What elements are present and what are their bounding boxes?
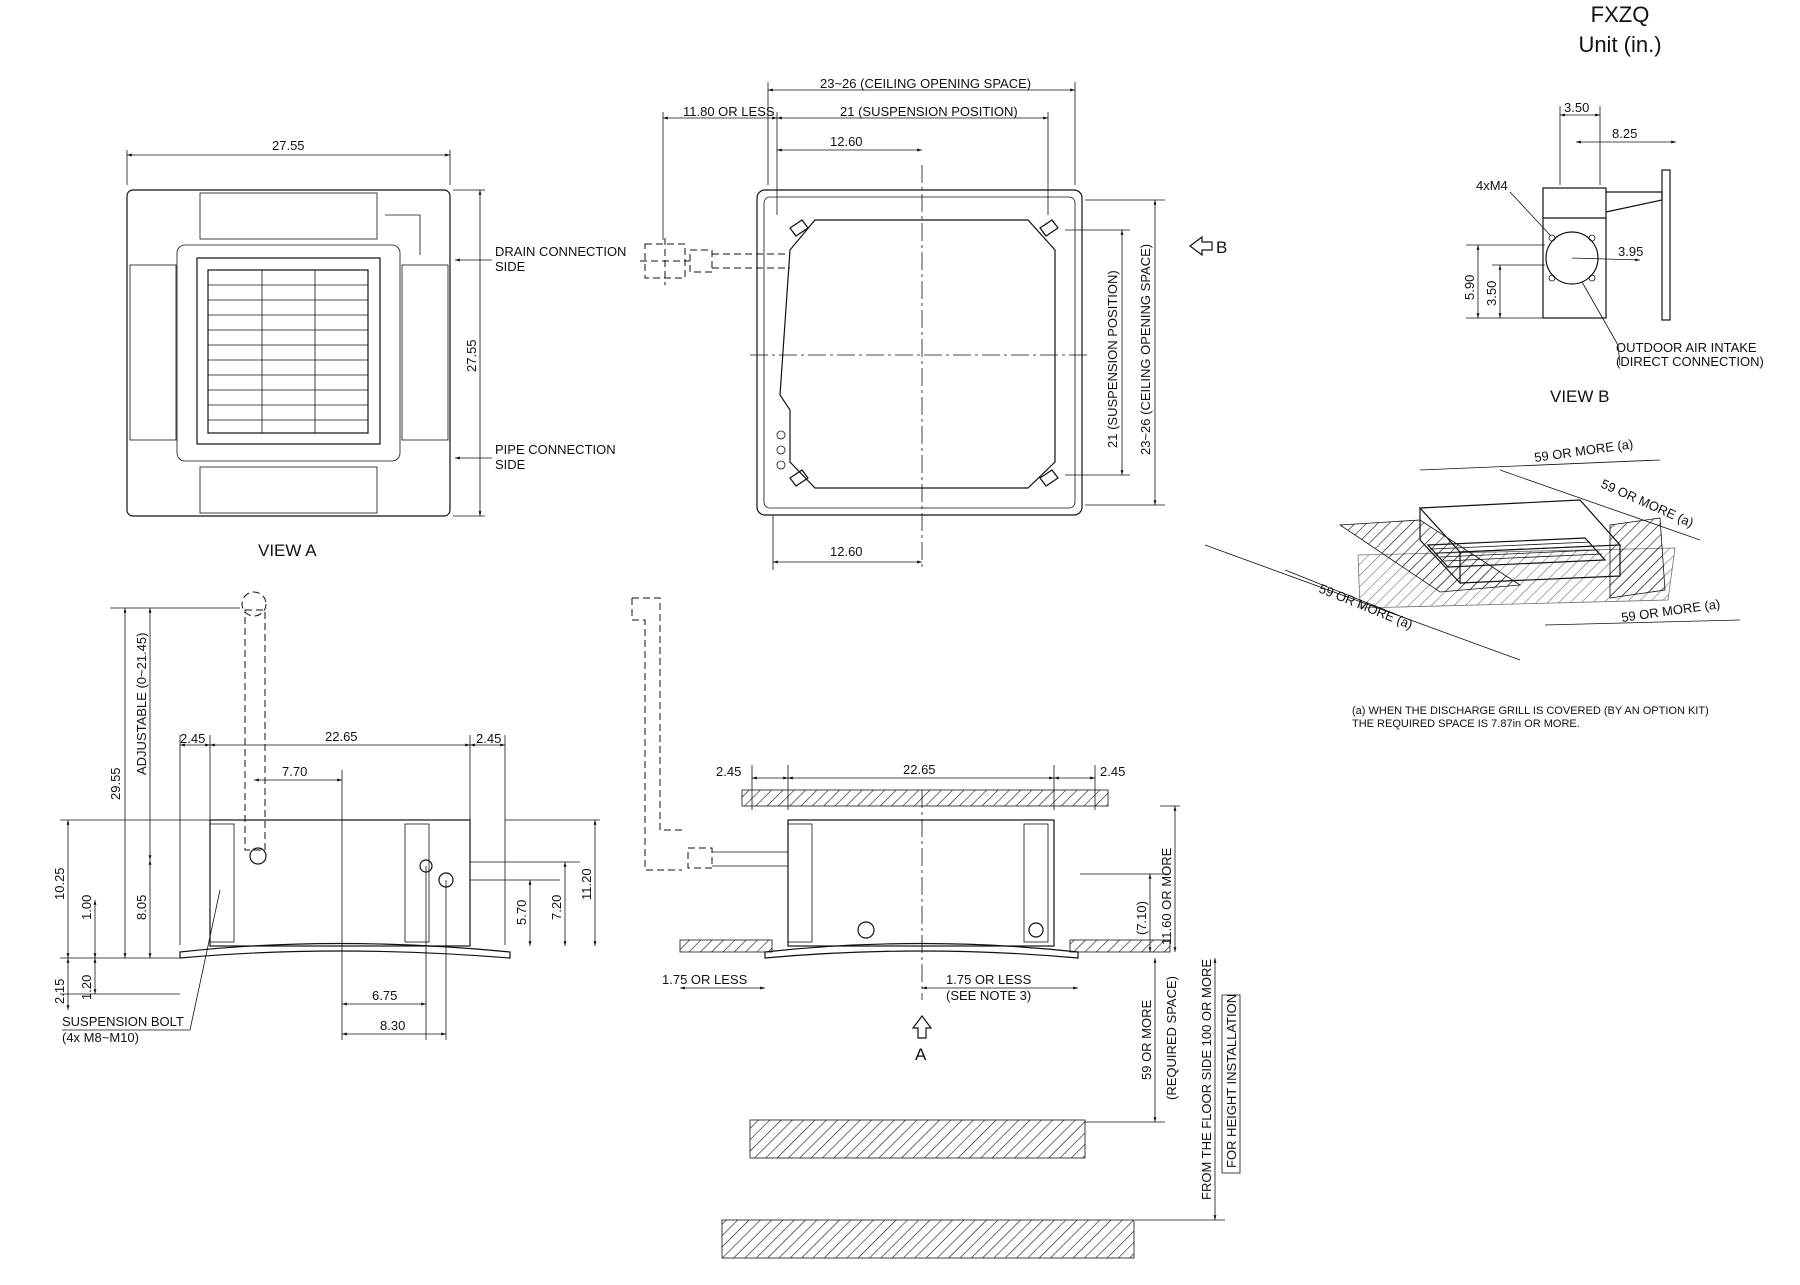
side-right-2265: 22.65 — [903, 762, 936, 777]
view-b-395: 3.95 — [1618, 244, 1643, 259]
view-b-825: 8.25 — [1612, 126, 1637, 141]
top-half-dim: 12.60 — [830, 134, 863, 149]
pipe-connection-side: SIDE — [495, 457, 526, 472]
side-right-less-r: 1.75 OR LESS — [946, 972, 1032, 987]
side-view-right: 2.45 22.65 2.45 11.60 OR MORE (7.10) 1.7… — [631, 597, 1241, 1259]
arrow-b-label: B — [1216, 238, 1227, 257]
for-height-installation: FOR HEIGHT INSTALLATION — [1224, 994, 1239, 1168]
suspension-position-dim: 21 (SUSPENSION POSITION) — [840, 104, 1018, 119]
side-left-120: 1.20 — [79, 975, 94, 1000]
side-right-59: 59 OR MORE — [1139, 999, 1154, 1080]
side-left-570: 5.70 — [514, 900, 529, 925]
adjustable-dim: ADJUSTABLE (0~21.45) — [134, 633, 149, 775]
grille — [208, 270, 368, 433]
or-less-dim: 11.80 OR LESS — [683, 104, 775, 119]
view-b-350-side: 3.50 — [1484, 281, 1499, 306]
view-a-width-dim: 27.55 — [272, 138, 305, 153]
view-a-height-dim: 27.55 — [464, 339, 479, 372]
side-view-left: 29.55 ADJUSTABLE (0~21.45) 10.25 1.00 8.… — [52, 591, 600, 1045]
space-note-2: THE REQUIRED SPACE IS 7.87in OR MORE. — [1352, 718, 1580, 730]
side-right-1160: 11.60 OR MORE — [1159, 847, 1174, 945]
arrow-a-icon — [911, 1015, 933, 1039]
arrow-b-icon — [1189, 235, 1213, 257]
bottom-half-dim: 12.60 — [830, 544, 863, 559]
side-left-675: 6.75 — [372, 988, 397, 1003]
side-right-245-l: 2.45 — [716, 764, 741, 779]
drain-connection-side: SIDE — [495, 259, 526, 274]
see-note-3: (SEE NOTE 3) — [946, 988, 1031, 1003]
side-left-2265: 22.65 — [325, 729, 358, 744]
model-title: FXZQ — [1590, 2, 1650, 27]
outdoor-air-intake: OUTDOOR AIR INTAKE — [1616, 340, 1757, 355]
floor-hatch — [749, 1119, 1086, 1159]
suspension-bolt-size: (4x M8~M10) — [62, 1030, 139, 1045]
side-right-less-l: 1.75 OR LESS — [662, 972, 748, 987]
side-left-245-r: 2.45 — [476, 731, 501, 746]
ceiling-slab-left — [679, 939, 773, 953]
side-right-245-r: 2.45 — [1100, 764, 1125, 779]
v-suspension-dim: 21 (SUSPENSION POSITION) — [1105, 270, 1120, 448]
view-a: 27.55 27.55 DRAIN CONNECTION SIDE PIPE C… — [126, 138, 626, 560]
view-b: 3.50 8.25 4xM4 3.95 5.90 3.50 OUTDOOR AI… — [1462, 100, 1764, 406]
ceiling-opening-dim: 23~26 (CEILING OPENING SPACE) — [820, 76, 1031, 91]
space-more-1: 59 OR MORE (a) — [1533, 436, 1634, 465]
side-right-710: (7.10) — [1134, 901, 1149, 935]
from-floor-side: FROM THE FLOOR SIDE 100 OR MORE — [1199, 959, 1214, 1200]
floor-hatch-low — [721, 1219, 1135, 1259]
view-a-title: VIEW A — [258, 541, 317, 560]
install-space: 59 OR MORE (a) 59 OR MORE (a) 59 OR MORE… — [1204, 436, 1741, 730]
v-ceiling-dim: 23~26 (CEILING OPENING SPACE) — [1138, 244, 1153, 455]
side-left-720: 7.20 — [549, 895, 564, 920]
ceiling-hatch — [741, 789, 1109, 807]
space-note-1: (a) WHEN THE DISCHARGE GRILL IS COVERED … — [1352, 705, 1709, 717]
view-b-590: 5.90 — [1462, 275, 1477, 300]
view-b-4xm4: 4xM4 — [1476, 178, 1508, 193]
view-b-350-top: 3.50 — [1564, 100, 1589, 115]
side-left-805: 8.05 — [134, 895, 149, 920]
side-left-770: 7.70 — [282, 764, 307, 779]
direct-connection: (DIRECT CONNECTION) — [1616, 354, 1764, 369]
suspension-bolt-label: SUSPENSION BOLT — [62, 1014, 184, 1029]
side-left-100: 1.00 — [79, 895, 94, 920]
top-view: 23~26 (CEILING OPENING SPACE) 11.80 OR L… — [640, 76, 1227, 570]
view-b-title: VIEW B — [1550, 387, 1610, 406]
side-left-215: 2.15 — [52, 979, 67, 1004]
side-left-1120: 11.20 — [579, 868, 594, 900]
side-left-245-l: 2.45 — [180, 731, 205, 746]
ceiling-slab-right — [1069, 939, 1171, 953]
side-left-830: 8.30 — [380, 1018, 405, 1033]
unit-label: Unit (in.) — [1578, 32, 1662, 57]
pipe-connection-label: PIPE CONNECTION — [495, 442, 616, 457]
required-space: (REQUIRED SPACE) — [1164, 976, 1179, 1100]
drain-connection-label: DRAIN CONNECTION — [495, 244, 626, 259]
arrow-a-label: A — [915, 1045, 927, 1064]
side-left-1025: 10.25 — [52, 867, 67, 900]
side-left-2955: 29.55 — [108, 767, 123, 800]
